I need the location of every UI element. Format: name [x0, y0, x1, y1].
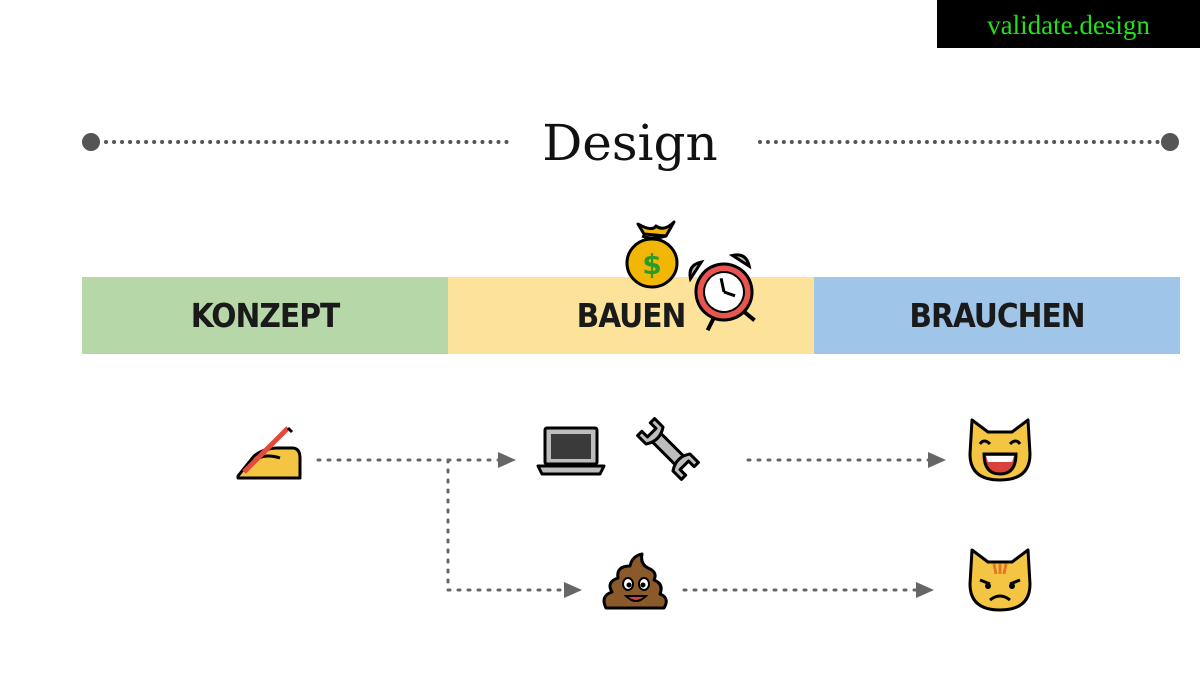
- grinning-cat-icon: [968, 418, 1032, 482]
- pile-of-poo-icon: [602, 552, 668, 610]
- svg-text:$: $: [642, 248, 661, 281]
- page-title: Design: [542, 114, 718, 172]
- pouting-cat-icon: [968, 548, 1032, 612]
- timeline-right-line: [758, 140, 1160, 144]
- timeline-start-dot: [82, 133, 100, 151]
- money-bag-icon: $: [625, 220, 679, 289]
- phase-konzept: KONZEPT: [82, 277, 448, 354]
- phase-brauchen: BRAUCHEN: [814, 277, 1180, 354]
- brand-badge: validate.design: [937, 0, 1200, 48]
- laptop-icon: [536, 426, 606, 476]
- timeline-end-dot: [1161, 133, 1179, 151]
- arrowhead-pouting-cat: [916, 582, 934, 598]
- phase-brauchen-label: BRAUCHEN: [909, 296, 1085, 335]
- arrowhead-poo: [564, 582, 582, 598]
- brand-label: validate.design: [987, 10, 1150, 40]
- writing-hand-icon: [236, 426, 302, 480]
- alarm-clock-icon: [688, 253, 756, 332]
- arrowhead-laptop: [498, 452, 516, 468]
- arrowhead-grinning-cat: [928, 452, 946, 468]
- timeline-left-line: [104, 140, 509, 144]
- phase-bauen-label: BAUEN: [576, 296, 687, 335]
- phase-konzept-label: KONZEPT: [190, 296, 340, 335]
- wrench-icon: [636, 417, 700, 481]
